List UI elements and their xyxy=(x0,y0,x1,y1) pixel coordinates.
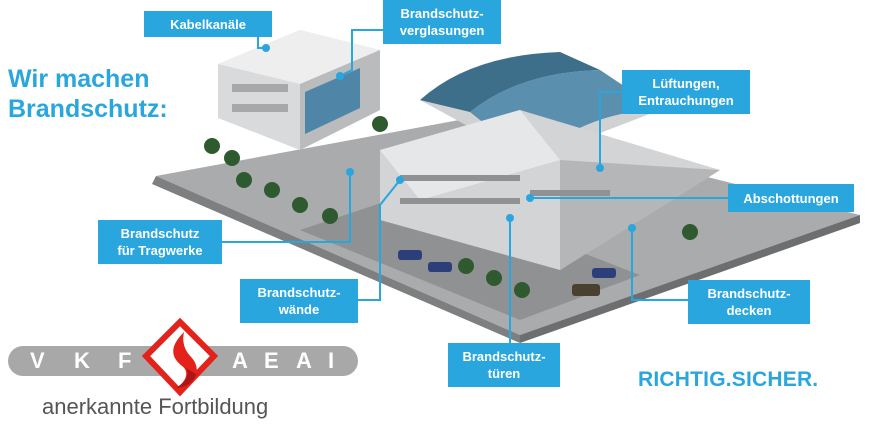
car xyxy=(398,250,422,260)
hall-glass-roof xyxy=(420,52,600,112)
label-decken-line-2: decken xyxy=(726,303,772,318)
label-verglasungen-line-2: verglasungen xyxy=(399,23,485,38)
logo-subtitle: anerkannte Fortbildung xyxy=(42,394,269,419)
office-roof xyxy=(218,30,380,84)
headline-line-2: Brandschutz: xyxy=(8,95,168,123)
leader-verglasungen xyxy=(339,29,383,77)
office-floor-line xyxy=(232,84,288,92)
vkf-flame-shadow xyxy=(176,368,196,388)
car xyxy=(572,284,600,296)
tree xyxy=(322,208,338,224)
label-lueftungen: Lüftungen, Entrauchungen xyxy=(622,70,750,114)
logo-letter: V xyxy=(30,348,45,373)
headline: Wir machen Brandschutz: xyxy=(8,64,168,124)
label-kabelkanaele-text: Kabelkanäle xyxy=(170,16,246,32)
logo-letter: F xyxy=(118,348,132,373)
label-waende-line-2: wände xyxy=(278,302,320,317)
trees xyxy=(204,116,698,298)
leader-tragwerke xyxy=(222,175,351,243)
label-abschottungen: Abschottungen xyxy=(728,184,854,212)
label-tueren-line-1: Brandschutz- xyxy=(462,349,546,364)
leader-dot xyxy=(526,194,534,202)
label-decken-line-1: Brandschutz- xyxy=(707,286,791,301)
leader-dot xyxy=(596,164,604,172)
vkf-flame-icon xyxy=(141,318,219,397)
tree xyxy=(682,224,698,240)
leader-dots xyxy=(262,44,636,232)
label-waende-line-1: Brandschutz- xyxy=(257,285,341,300)
leader-dot xyxy=(336,72,344,80)
tree xyxy=(236,172,252,188)
tree xyxy=(224,150,240,166)
leader-decken xyxy=(631,230,688,301)
floor-slab xyxy=(530,190,610,196)
logo-letter: E xyxy=(264,348,279,373)
office-glazing xyxy=(305,68,360,134)
leader-dot xyxy=(396,176,404,184)
leader-dot xyxy=(262,44,270,52)
label-tragwerke: Brandschutz für Tragwerke xyxy=(98,220,222,264)
label-lueftungen-line-2: Entrauchungen xyxy=(638,93,734,108)
leader-lueftungen xyxy=(599,91,622,165)
label-verglasungen-line-1: Brandschutz- xyxy=(400,6,484,21)
slogan: RICHTIG.SICHER. xyxy=(638,368,819,391)
label-verglasungen: Brandschutz- verglasungen xyxy=(383,0,501,44)
tree xyxy=(486,270,502,286)
logo-letter: A xyxy=(296,348,312,373)
car xyxy=(428,262,452,272)
logo-letter: K xyxy=(74,348,90,373)
logo-letter: A xyxy=(232,348,248,373)
tree xyxy=(372,116,388,132)
leader-dot xyxy=(628,224,636,232)
leader-waende xyxy=(358,179,401,301)
headline-line-1: Wir machen xyxy=(8,65,150,93)
floor-slab xyxy=(400,175,520,181)
leader-dot xyxy=(506,214,514,222)
logo-letter: I xyxy=(328,348,335,373)
office-floor-line xyxy=(232,104,288,112)
label-kabelkanaele: Kabelkanäle xyxy=(144,11,272,37)
tree xyxy=(514,282,530,298)
label-tueren-line-2: türen xyxy=(487,366,521,381)
ground-edge-left xyxy=(152,176,520,343)
floor-slab xyxy=(400,198,520,204)
tree xyxy=(292,197,308,213)
tree xyxy=(458,258,474,274)
label-decken: Brandschutz- decken xyxy=(688,280,810,324)
ground-edge-right xyxy=(520,215,860,343)
label-tragwerke-line-2: für Tragwerke xyxy=(117,243,203,258)
leader-lines xyxy=(222,29,728,343)
label-abschottungen-text: Abschottungen xyxy=(743,190,839,206)
main-complex-side xyxy=(560,160,720,270)
road xyxy=(300,190,640,320)
car xyxy=(592,268,616,278)
label-tueren: Brandschutz- türen xyxy=(448,343,560,387)
label-tragwerke-line-1: Brandschutz xyxy=(120,226,200,241)
leader-dot xyxy=(346,168,354,176)
tree xyxy=(264,182,280,198)
label-waende: Brandschutz- wände xyxy=(240,279,358,323)
label-lueftungen-line-1: Lüftungen, xyxy=(652,76,720,91)
tree xyxy=(204,138,220,154)
